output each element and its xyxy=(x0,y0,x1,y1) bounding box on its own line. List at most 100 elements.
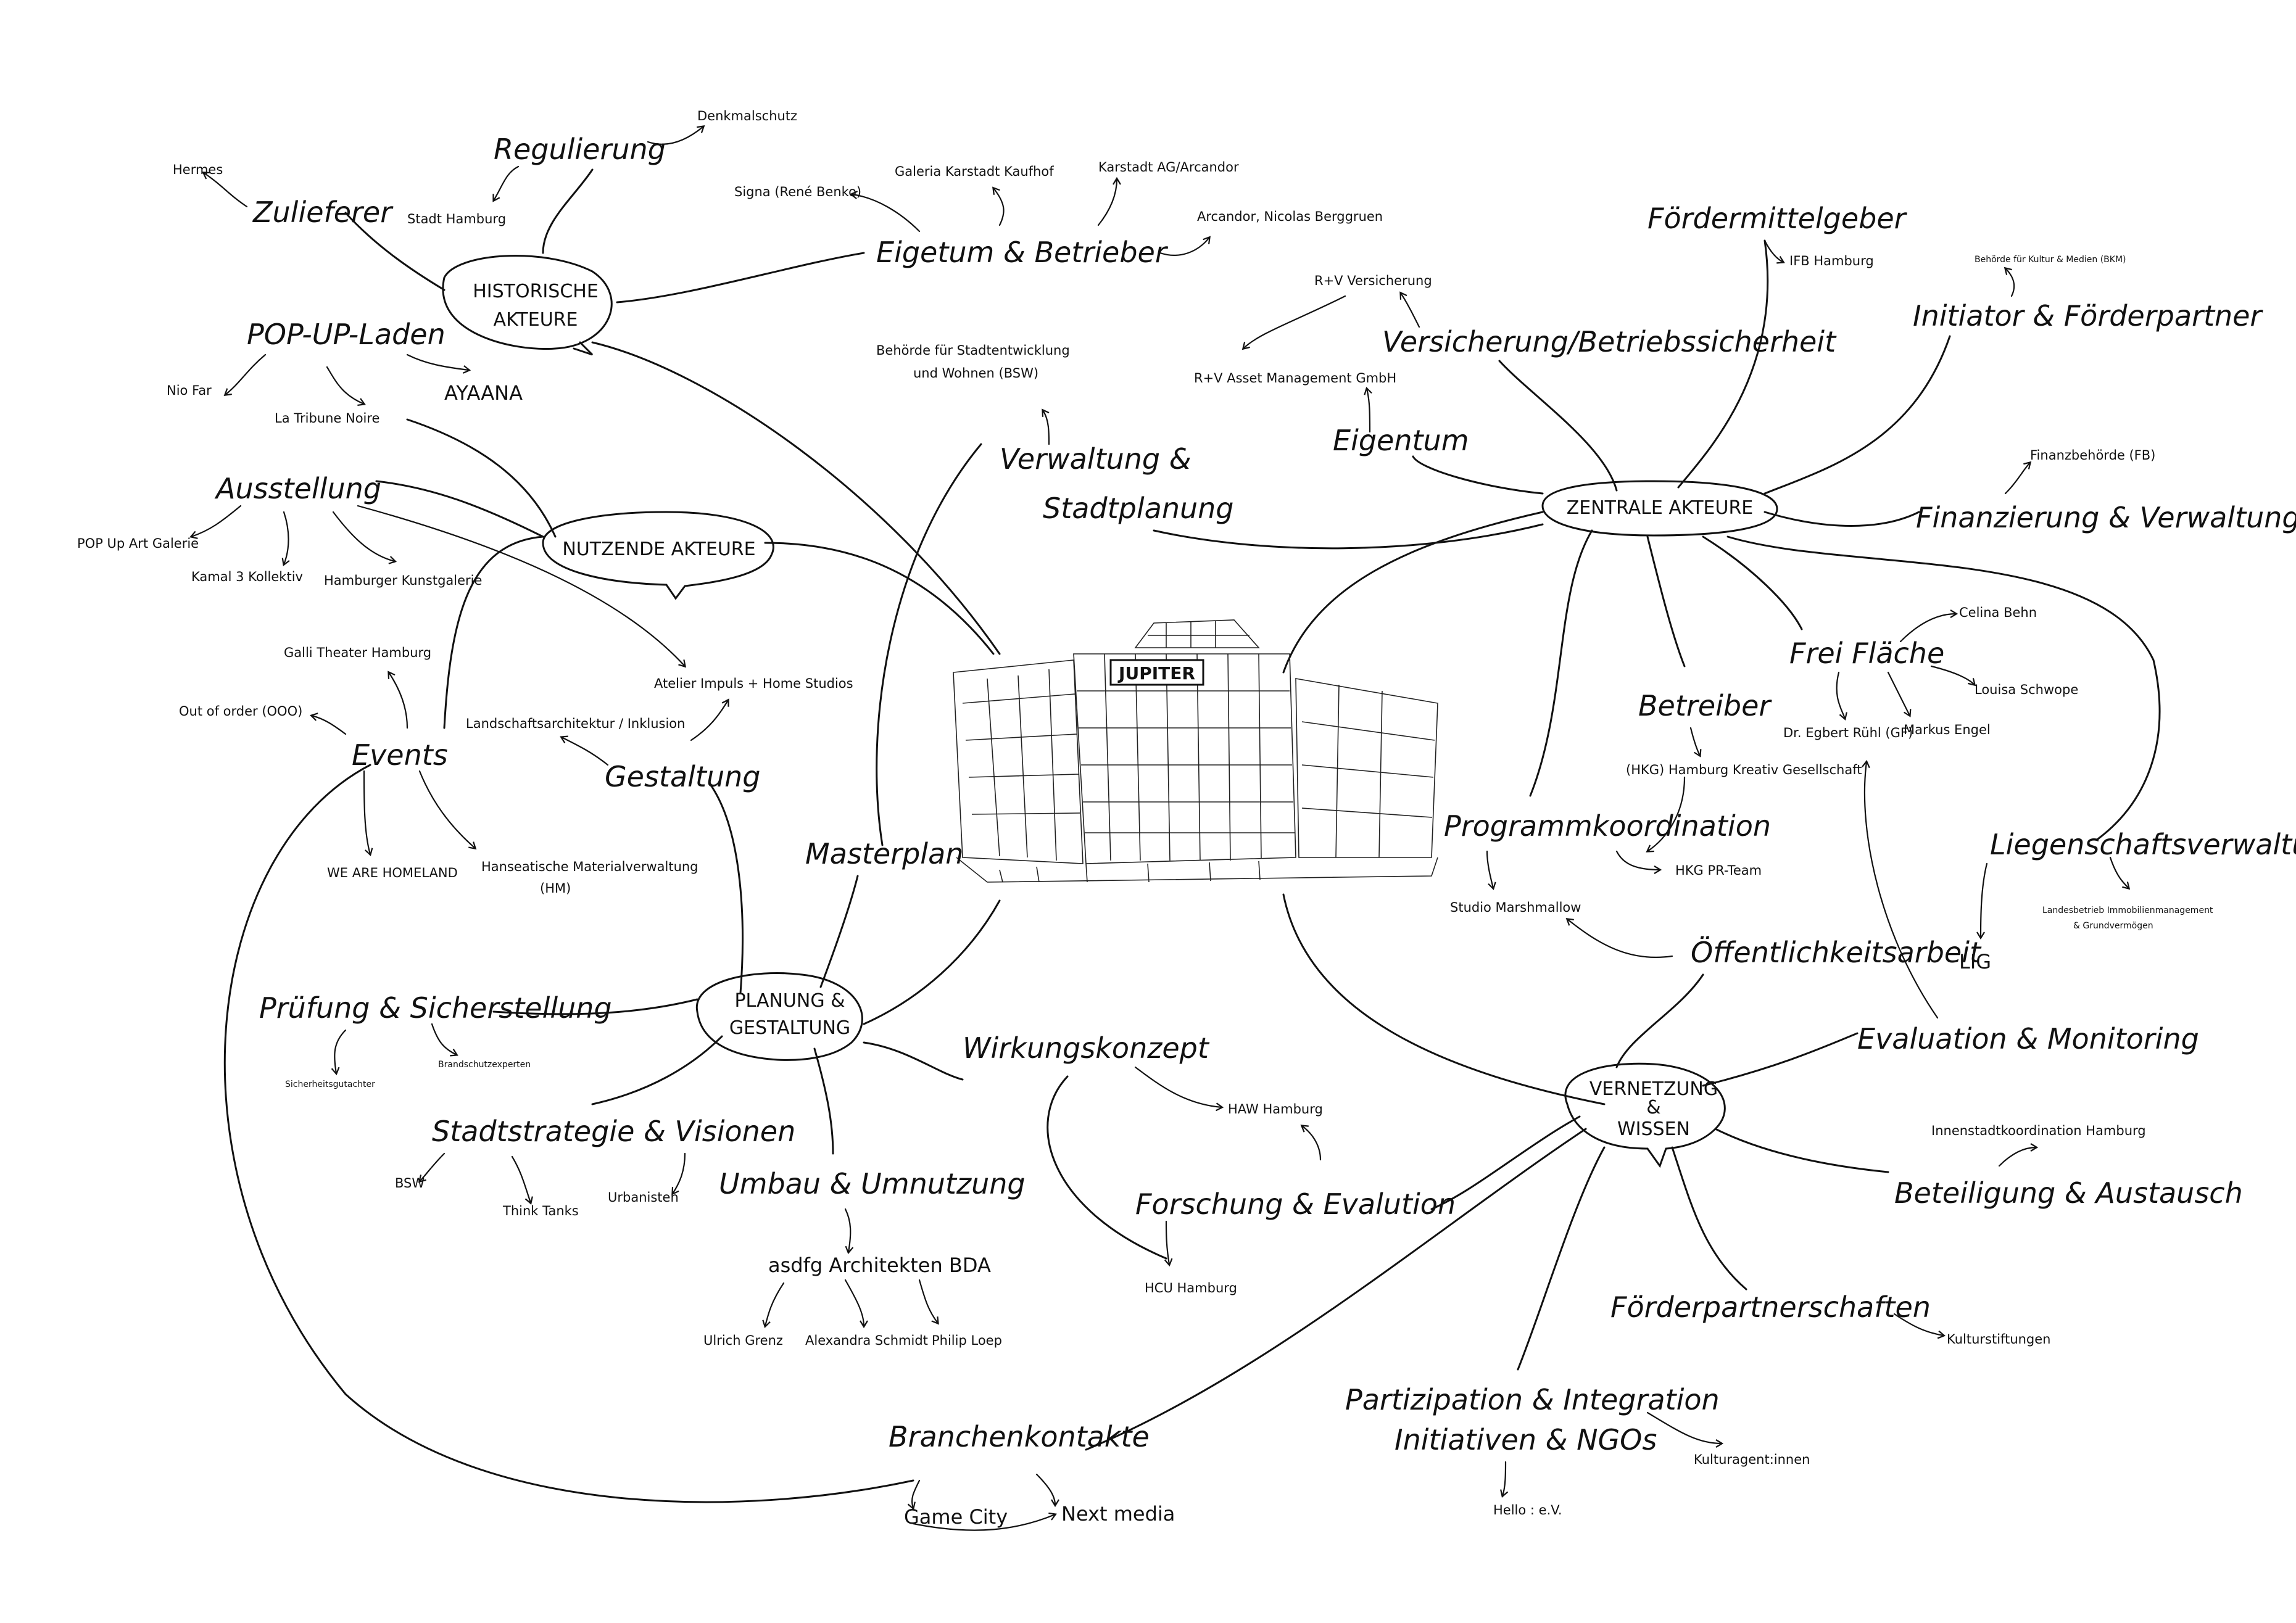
label-haw[interactable]: HAW Hamburg xyxy=(1228,1102,1323,1117)
label-stadt-hamburg[interactable]: Stadt Hamburg xyxy=(407,212,506,226)
label-louisa[interactable]: Louisa Schwope xyxy=(1975,682,2078,697)
hub-nutzende[interactable]: NUTZENDE AKTEURE xyxy=(542,511,774,600)
label-masterplan[interactable]: Masterplan xyxy=(805,837,963,870)
label-markus[interactable]: Markus Engel xyxy=(1904,722,1991,737)
edge-zent-initiator xyxy=(1763,335,1951,495)
label-ifb[interactable]: IFB Hamburg xyxy=(1789,254,1874,268)
label-wirkungskonzept[interactable]: Wirkungskonzept xyxy=(963,1031,1210,1065)
edge-eval-egbert xyxy=(1862,759,1939,1019)
label-studio[interactable]: Studio Marshmallow xyxy=(1450,900,1581,915)
label-popup[interactable]: POP-UP-Laden xyxy=(247,318,446,351)
label-la-tribune[interactable]: La Tribune Noire xyxy=(275,411,379,426)
label-landschaft[interactable]: Landschaftsarchitektur / Inklusion xyxy=(466,716,685,731)
label-arcandor[interactable]: Arcandor, Nicolas Berggruen xyxy=(1197,209,1383,224)
label-landesbetrieb-1[interactable]: Landesbetrieb Immobilienmanagement xyxy=(2042,906,2213,915)
label-forschung[interactable]: Forschung & Evalution xyxy=(1135,1187,1456,1221)
label-kunstgalerie[interactable]: Hamburger Kunstgalerie xyxy=(324,573,482,588)
label-celina[interactable]: Celina Behn xyxy=(1959,605,2037,620)
building-sign-box xyxy=(1109,659,1204,686)
label-evaluation[interactable]: Evaluation & Monitoring xyxy=(1857,1022,2199,1055)
hub-vernetzung[interactable]: VERNETZUNG & WISSEN xyxy=(1564,1062,1726,1168)
hub-historische[interactable]: HISTORISCHE AKTEURE xyxy=(442,255,613,356)
label-foerdermittelgeber[interactable]: Fördermittelgeber xyxy=(1647,202,1908,235)
label-bsw-full-1[interactable]: Behörde für Stadtentwicklung xyxy=(876,343,1070,358)
label-alexandra[interactable]: Alexandra Schmidt xyxy=(805,1333,928,1348)
label-partizipation[interactable]: Partizipation & Integration xyxy=(1345,1383,1720,1416)
label-galeria[interactable]: Galeria Karstadt Kaufhof xyxy=(895,164,1054,179)
label-kulturstiftungen[interactable]: Kulturstiftungen xyxy=(1947,1332,2051,1347)
label-kulturagent[interactable]: Kulturagent:innen xyxy=(1694,1452,1810,1467)
label-eigentum[interactable]: Eigentum xyxy=(1333,424,1469,457)
label-foerderpartner[interactable]: Förderpartnerschaften xyxy=(1610,1291,1931,1324)
hub-planung[interactable]: PLANUNG & GESTALTUNG xyxy=(695,972,863,1061)
label-events[interactable]: Events xyxy=(352,738,448,772)
label-we-are[interactable]: WE ARE HOMELAND xyxy=(327,865,458,880)
label-bsw-short[interactable]: BSW xyxy=(395,1176,425,1191)
label-think-tanks[interactable]: Think Tanks xyxy=(502,1204,579,1218)
hub-zentrale[interactable]: ZENTRALE AKTEURE xyxy=(1541,480,1778,537)
label-hermes[interactable]: Hermes xyxy=(173,162,223,177)
label-hanseatische-2[interactable]: (HM) xyxy=(540,881,571,896)
label-regulierung[interactable]: Regulierung xyxy=(494,133,666,166)
label-hkg[interactable]: (HKG) Hamburg Kreativ Gesellschaft xyxy=(1626,762,1862,777)
label-initiativen[interactable]: Initiativen & NGOs xyxy=(1395,1423,1657,1456)
edge-st-think xyxy=(511,1155,533,1205)
label-landesbetrieb-2[interactable]: & Grundvermögen xyxy=(2073,921,2153,931)
label-ulrich[interactable]: Ulrich Grenz xyxy=(703,1333,783,1348)
label-egbert[interactable]: Dr. Egbert Rühl (GF) xyxy=(1783,725,1913,740)
label-eigentum-betreiber[interactable]: Eigetum & Betrieber xyxy=(876,236,1169,269)
label-next-media[interactable]: Next media xyxy=(1061,1502,1175,1526)
label-hkg-pr[interactable]: HKG PR-Team xyxy=(1675,863,1762,878)
label-frei-flaeche[interactable]: Frei Fläche xyxy=(1789,637,1944,670)
label-nio-far[interactable]: Nio Far xyxy=(167,383,212,398)
label-bsw-full-2[interactable]: und Wohnen (BSW) xyxy=(913,366,1038,381)
label-signa[interactable]: Signa (René Benko) xyxy=(734,184,861,199)
label-finanzierung[interactable]: Finanzierung & Verwaltung xyxy=(1916,501,2296,534)
label-versicherung[interactable]: Versicherung/Betriebssicherheit xyxy=(1382,325,1837,358)
label-philip[interactable]: Philip Loep xyxy=(932,1333,1002,1348)
label-karstadt-ag[interactable]: Karstadt AG/Arcandor xyxy=(1098,160,1239,175)
label-branchen[interactable]: Branchenkontakte xyxy=(889,1420,1150,1453)
label-lig[interactable]: LIG xyxy=(1959,950,1991,973)
label-atelier[interactable]: Atelier Impuls + Home Studios xyxy=(654,676,853,691)
label-sicherheit[interactable]: Sicherheitsgutachter xyxy=(285,1080,375,1089)
edge-forsch-hcu xyxy=(1164,1220,1173,1267)
label-rv-versicherung[interactable]: R+V Versicherung xyxy=(1314,273,1432,288)
label-innenstadt[interactable]: Innenstadtkoordination Hamburg xyxy=(1931,1123,2146,1138)
label-game-city[interactable]: Game City xyxy=(904,1505,1008,1529)
label-urbanisten[interactable]: Urbanisten xyxy=(608,1190,679,1205)
label-programm[interactable]: Programmkoordination xyxy=(1444,809,1771,843)
label-liegenschaft[interactable]: Liegenschaftsverwaltung xyxy=(1990,828,2296,861)
label-ayaana[interactable]: AYAANA xyxy=(444,381,523,405)
label-gestaltung[interactable]: Gestaltung xyxy=(605,760,760,793)
label-ooo[interactable]: Out of order (OOO) xyxy=(179,704,302,719)
hub-nutzende-bubble xyxy=(542,511,774,600)
label-zulieferer[interactable]: Zulieferer xyxy=(252,196,394,229)
edge-vern-eval xyxy=(1702,1032,1859,1087)
edge-frei-egbert xyxy=(1836,671,1847,721)
label-kamal[interactable]: Kamal 3 Kollektiv xyxy=(191,569,303,584)
label-umbau[interactable]: Umbau & Umnutzung xyxy=(719,1167,1026,1200)
label-galli[interactable]: Galli Theater Hamburg xyxy=(284,645,431,660)
label-asdfg[interactable]: asdfg Architekten BDA xyxy=(768,1253,991,1277)
hub-planung-bubble xyxy=(695,972,863,1061)
label-stadtstrategie[interactable]: Stadtstrategie & Visionen xyxy=(432,1115,795,1148)
label-verwaltung-2[interactable]: Stadtplanung xyxy=(1043,492,1234,525)
label-fb[interactable]: Finanzbehörde (FB) xyxy=(2030,448,2155,463)
label-bkm[interactable]: Behörde für Kultur & Medien (BKM) xyxy=(1975,255,2126,265)
label-brandschutz[interactable]: Brandschutzexperten xyxy=(438,1060,531,1070)
label-beteiligung[interactable]: Beteiligung & Austausch xyxy=(1894,1176,2243,1210)
label-rv-asset[interactable]: R+V Asset Management GmbH xyxy=(1194,371,1396,386)
label-hanseatische-1[interactable]: Hanseatische Materialverwaltung xyxy=(481,859,698,874)
label-popup-art[interactable]: POP Up Art Galerie xyxy=(77,536,199,551)
label-initiator[interactable]: Initiator & Förderpartner xyxy=(1913,299,2263,332)
label-betreiber[interactable]: Betreiber xyxy=(1638,689,1772,722)
edge-pr-sicherheit xyxy=(331,1029,347,1076)
label-denkmalschutz[interactable]: Denkmalschutz xyxy=(697,109,797,123)
label-pruefung[interactable]: Prüfung & Sicherstellung xyxy=(259,991,612,1025)
label-oeffentlichkeit[interactable]: Öffentlichkeitsarbeit xyxy=(1691,936,1982,969)
label-hello[interactable]: Hello : e.V. xyxy=(1493,1503,1562,1518)
label-ausstellung[interactable]: Ausstellung xyxy=(214,472,381,505)
label-verwaltung-1[interactable]: Verwaltung & xyxy=(1000,442,1192,476)
label-hcu[interactable]: HCU Hamburg xyxy=(1145,1281,1237,1295)
